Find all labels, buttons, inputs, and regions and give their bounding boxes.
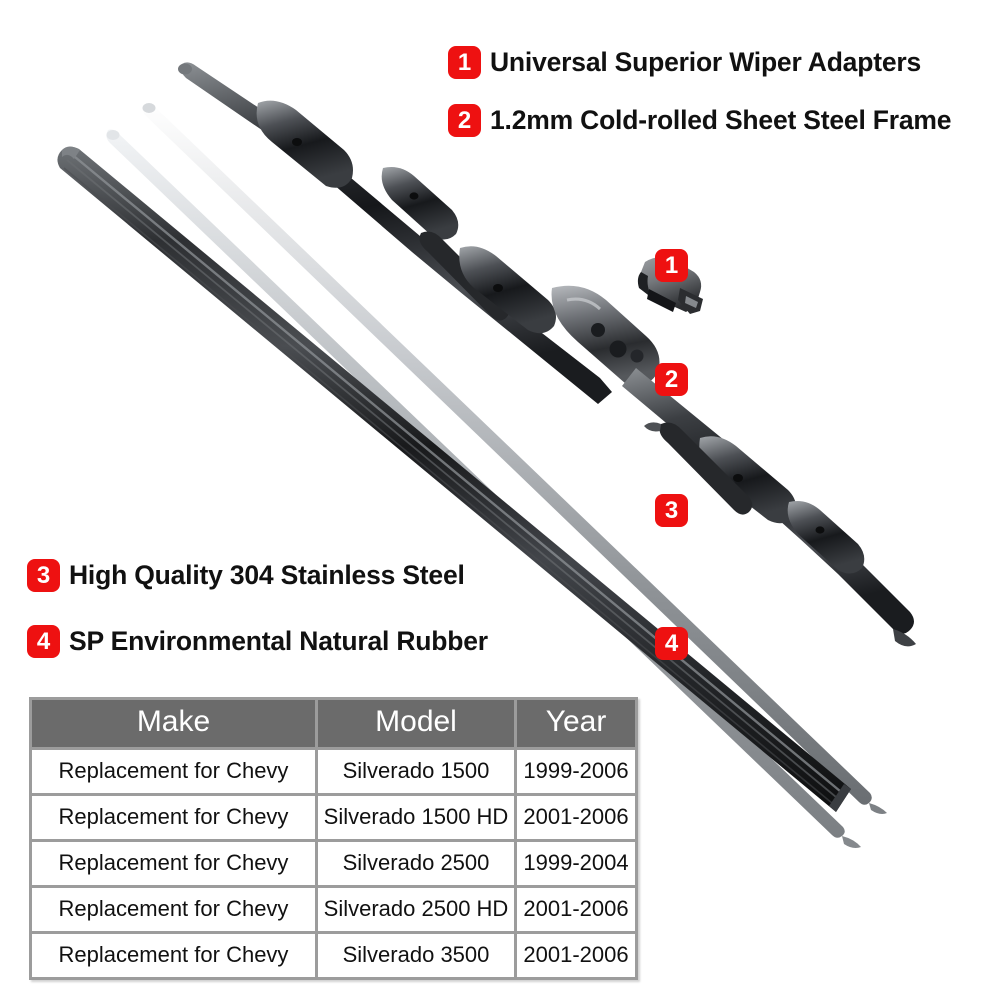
cell-model: Silverado 3500 bbox=[318, 934, 514, 977]
cell-make: Replacement for Chevy bbox=[32, 888, 315, 931]
callout-badge-3: 3 bbox=[27, 559, 60, 592]
table-row: Replacement for Chevy Silverado 2500 HD … bbox=[32, 888, 635, 931]
cell-make: Replacement for Chevy bbox=[32, 796, 315, 839]
cell-year: 2001-2006 bbox=[517, 796, 635, 839]
cell-make: Replacement for Chevy bbox=[32, 750, 315, 793]
cell-model: Silverado 2500 HD bbox=[318, 888, 514, 931]
table-row: Replacement for Chevy Silverado 1500 HD … bbox=[32, 796, 635, 839]
marker-badge-3: 3 bbox=[655, 494, 688, 527]
natural-rubber-blade-group bbox=[57, 146, 851, 812]
table-row: Replacement for Chevy Silverado 3500 200… bbox=[32, 934, 635, 977]
marker-badge-2: 2 bbox=[655, 363, 688, 396]
vehicle-fitment-table: Make Model Year Replacement for Chevy Si… bbox=[29, 697, 638, 980]
callout-label-1: Universal Superior Wiper Adapters bbox=[490, 47, 922, 77]
callout-1: 1 Universal Superior Wiper Adapters bbox=[448, 46, 921, 79]
callout-badge-1: 1 bbox=[448, 46, 481, 79]
column-header-make: Make bbox=[32, 700, 315, 747]
cell-make: Replacement for Chevy bbox=[32, 934, 315, 977]
table-row: Replacement for Chevy Silverado 2500 199… bbox=[32, 842, 635, 885]
cell-year: 2001-2006 bbox=[517, 888, 635, 931]
cell-model: Silverado 2500 bbox=[318, 842, 514, 885]
cell-make: Replacement for Chevy bbox=[32, 842, 315, 885]
table-header-row: Make Model Year bbox=[32, 700, 635, 747]
callout-4: 4 SP Environmental Natural Rubber bbox=[27, 625, 488, 658]
callout-badge-2: 2 bbox=[448, 104, 481, 137]
marker-badge-1: 1 bbox=[655, 249, 688, 282]
cold-rolled-steel-frame-group bbox=[178, 62, 916, 647]
cell-year: 1999-2004 bbox=[517, 842, 635, 885]
table-row: Replacement for Chevy Silverado 1500 199… bbox=[32, 750, 635, 793]
cell-year: 1999-2006 bbox=[517, 750, 635, 793]
callout-label-4: SP Environmental Natural Rubber bbox=[69, 626, 488, 656]
cell-model: Silverado 1500 HD bbox=[318, 796, 514, 839]
marker-badge-4: 4 bbox=[655, 627, 688, 660]
cell-model: Silverado 1500 bbox=[318, 750, 514, 793]
callout-label-3: High Quality 304 Stainless Steel bbox=[69, 560, 465, 590]
cell-year: 2001-2006 bbox=[517, 934, 635, 977]
callout-label-2: 1.2mm Cold-rolled Sheet Steel Frame bbox=[490, 105, 952, 135]
column-header-model: Model bbox=[318, 700, 514, 747]
column-header-year: Year bbox=[517, 700, 635, 747]
callout-2: 2 1.2mm Cold-rolled Sheet Steel Frame bbox=[448, 104, 952, 137]
callout-3: 3 High Quality 304 Stainless Steel bbox=[27, 559, 465, 592]
callout-badge-4: 4 bbox=[27, 625, 60, 658]
